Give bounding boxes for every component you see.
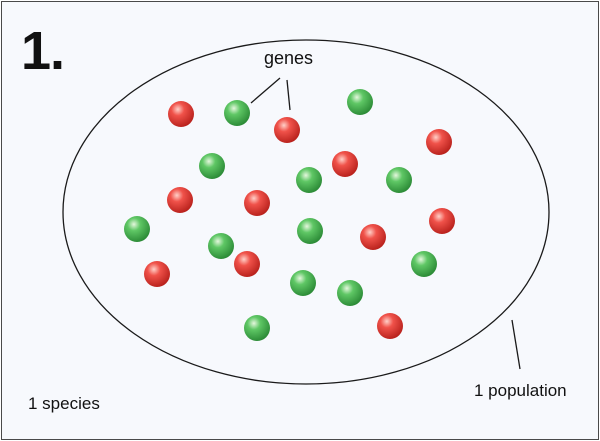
green-gene-dot: [337, 280, 363, 306]
red-gene-dot: [234, 251, 260, 277]
gene-dots: [124, 89, 455, 341]
green-gene-dot: [411, 251, 437, 277]
green-gene-dot: [290, 270, 316, 296]
red-gene-dot: [360, 224, 386, 250]
genes-leader-line-red: [286, 79, 291, 111]
green-gene-dot: [347, 89, 373, 115]
green-gene-dot: [296, 167, 322, 193]
green-gene-dot: [208, 233, 234, 259]
red-gene-dot: [332, 151, 358, 177]
green-gene-dot: [199, 153, 225, 179]
red-gene-dot: [144, 261, 170, 287]
green-gene-dot: [297, 218, 323, 244]
red-gene-dot: [168, 101, 194, 127]
red-gene-dot: [167, 187, 193, 213]
genes-label: genes: [264, 48, 314, 68]
red-gene-dot: [426, 129, 452, 155]
red-gene-dot: [429, 208, 455, 234]
red-gene-dot: [377, 313, 403, 339]
genes-leader-line-green: [250, 77, 281, 104]
red-gene-dot: [274, 117, 300, 143]
green-gene-dot: [386, 167, 412, 193]
population-ellipse: [62, 39, 550, 385]
population-label: 1 population: [474, 381, 567, 400]
step-number: 1.: [21, 21, 65, 81]
green-gene-dot: [124, 216, 150, 242]
red-gene-dot: [244, 190, 270, 216]
species-label: 1 species: [28, 394, 100, 413]
green-gene-dot: [224, 100, 250, 126]
green-gene-dot: [244, 315, 270, 341]
population-leader-line: [511, 319, 521, 370]
